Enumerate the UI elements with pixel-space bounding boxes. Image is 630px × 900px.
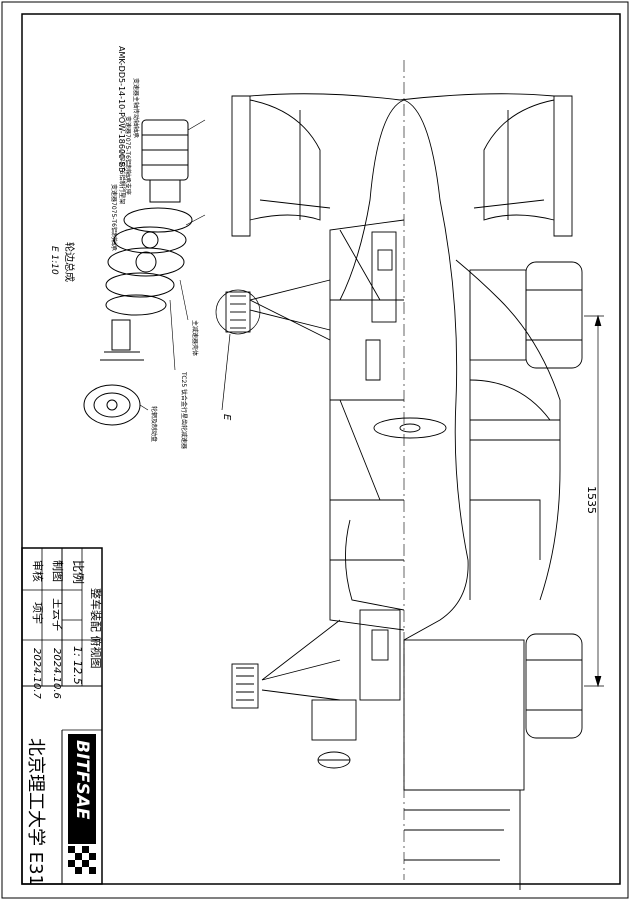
callout-letter: E <box>221 414 232 421</box>
label-top-1: 变速器主轴传动轴轴承 <box>132 78 140 138</box>
motor-label: AMK-DD5-14-10-POW-18600-B5 <box>117 46 126 172</box>
drawn-label: 制图 <box>51 560 64 582</box>
team-logo: BITFSAE <box>68 734 96 874</box>
label-top-3: 7075-T6铝制行星架 <box>118 150 126 204</box>
label-mid-1: 主减速器壳体 <box>191 320 199 356</box>
checked-by: 项宇 <box>31 602 44 624</box>
detail-view-e <box>83 119 206 426</box>
title-block: 制图 审核 王云子 项宇 2024.10.6 2024.10.7 比例 1: 1… <box>21 547 103 886</box>
label-mid-2: TC25 钛合金行星齿轮减速器 <box>180 371 188 449</box>
detail-view-subtitle: E 1:10 <box>49 246 59 275</box>
wheelbase-dimension <box>584 314 604 688</box>
scale-label: 比例 <box>71 560 85 584</box>
detail-view-title: 轮边总成 <box>63 242 76 282</box>
scale-value: 1: 12.5 <box>71 646 84 685</box>
school-vehicle-name: 北京理工大学 E31 <box>25 738 46 886</box>
detail-callout <box>215 289 261 411</box>
label-bot-1: 轮辋及制动盘 <box>150 406 158 442</box>
checked-label: 审核 <box>31 560 45 582</box>
label-top-4: 变速器7075-T6铝制轴承 <box>110 184 118 251</box>
logo-text: BITFSAE <box>72 740 92 820</box>
label-top-2: 变速器7075-T6铝制轴承支座 <box>124 116 132 195</box>
vehicle-top-view <box>225 60 583 890</box>
inner-frame <box>21 13 621 885</box>
front-right-tire <box>525 633 583 739</box>
rear-left-hub <box>225 291 251 333</box>
front-left-hub <box>231 663 259 709</box>
drawn-date: 2024.10.6 <box>51 648 62 699</box>
rear-right-tire <box>525 261 583 369</box>
drawn-by: 王云子 <box>51 598 64 631</box>
drawing-title: 整车装配 俯视图 <box>89 588 103 669</box>
wheelbase-value: 1535 <box>585 486 598 514</box>
checked-date: 2024.10.7 <box>31 648 42 700</box>
checkered-flag-icon <box>68 846 96 874</box>
